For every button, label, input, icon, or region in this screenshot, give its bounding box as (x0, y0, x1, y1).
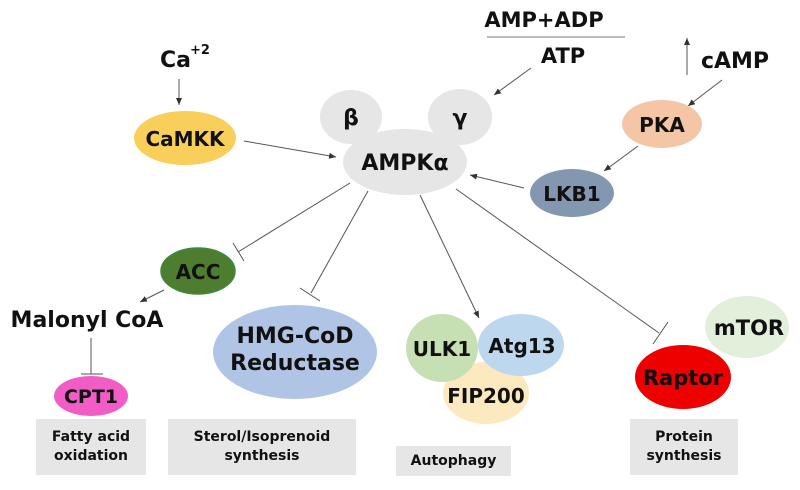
ampk-alpha-node (343, 129, 467, 195)
hmgcr-label-line1: HMG-CoD (236, 324, 353, 349)
pka-node: PKA (622, 100, 702, 148)
edge-camp-pka (687, 79, 723, 107)
camkk-label: CaMKK (145, 127, 226, 151)
edge-ampk-acc-bar (232, 242, 245, 262)
calcium-superscript: +2 (190, 43, 210, 58)
raptor-node (635, 345, 731, 409)
outcome-sterol-synthesis: Sterol/Isoprenoid synthesis (168, 419, 356, 475)
edge-ampk-hmgcr (310, 190, 369, 294)
ampk-alpha-label: AMPKα (361, 151, 448, 176)
outcome-protein-synthesis: Protein synthesis (630, 419, 738, 475)
edge-acc-malonyl (139, 289, 165, 303)
outcome-fatty-acid-line1: Fatty acid (51, 429, 131, 446)
ratio-numerator: AMP+ADP (484, 8, 603, 32)
ampk-gamma-label: γ (453, 106, 468, 131)
hmgcr-label-line2: Reductase (230, 351, 360, 376)
pka-label: PKA (639, 113, 685, 137)
outcome-protein-line1: Protein (655, 429, 713, 446)
outcome-sterol-line1: Sterol/Isoprenoid (193, 429, 331, 446)
ampk-beta-node (320, 90, 382, 144)
edge-camkk-ampk (243, 140, 337, 159)
raptor-label: Raptor (643, 366, 724, 390)
ratio-denominator: ATP (541, 44, 585, 68)
ulk1-node (406, 314, 478, 382)
outcome-autophagy-label: Autophagy (410, 452, 497, 469)
malonyl-coa-label: Malonyl CoA (11, 308, 164, 333)
lkb1-node: LKB1 (530, 169, 614, 217)
ampk-gamma-node (428, 89, 492, 145)
ulk1-complex: ULK1 Atg13 FIP200 (406, 314, 564, 424)
camkk-node: CaMKK (134, 111, 236, 165)
lkb1-label: LKB1 (543, 182, 600, 206)
acc-node: ACC (160, 247, 236, 295)
edge-ampk-raptor (455, 188, 660, 334)
ampk-complex: β γ AMPKα (320, 89, 492, 195)
edge-ampk-raptor-bar (652, 321, 669, 345)
edge-pka-lkb1 (603, 145, 639, 172)
input-calcium: Ca +2 (160, 43, 210, 73)
acc-label: ACC (176, 260, 221, 284)
atg13-label: Atg13 (488, 334, 555, 358)
edge-atp-gamma (493, 67, 532, 96)
hmgcr-node: HMG-CoD Reductase (213, 305, 377, 399)
cpt1-label: CPT1 (64, 386, 118, 408)
outcome-autophagy: Autophagy (396, 446, 511, 476)
fip200-node (443, 362, 529, 424)
edge-ampk-acc (237, 182, 351, 253)
ulk1-label: ULK1 (413, 337, 471, 361)
outcome-fatty-acid-oxidation: Fatty acid oxidation (36, 419, 146, 475)
camp-label: cAMP (701, 49, 769, 74)
outcome-fatty-acid-line2: oxidation (54, 448, 128, 464)
mtor-node (705, 296, 789, 358)
edge-lkb1-ampk (469, 173, 525, 189)
mtor-label: mTOR (714, 316, 784, 340)
cpt1-node: CPT1 (54, 376, 128, 416)
edges (81, 38, 723, 375)
input-adenylate-ratio: AMP+ADP ATP (484, 8, 625, 68)
edge-ampk-hmgcr-bar (299, 287, 321, 302)
calcium-label: Ca (160, 48, 191, 73)
ampk-beta-label: β (343, 106, 359, 131)
outcome-protein-line2: synthesis (646, 448, 722, 464)
atg13-node (478, 314, 564, 376)
edge-ampk-ulk (419, 194, 480, 319)
outcome-sterol-line2: synthesis (224, 448, 300, 464)
fip200-label: FIP200 (447, 384, 525, 408)
mtorc1-complex: mTOR Raptor (635, 296, 789, 409)
